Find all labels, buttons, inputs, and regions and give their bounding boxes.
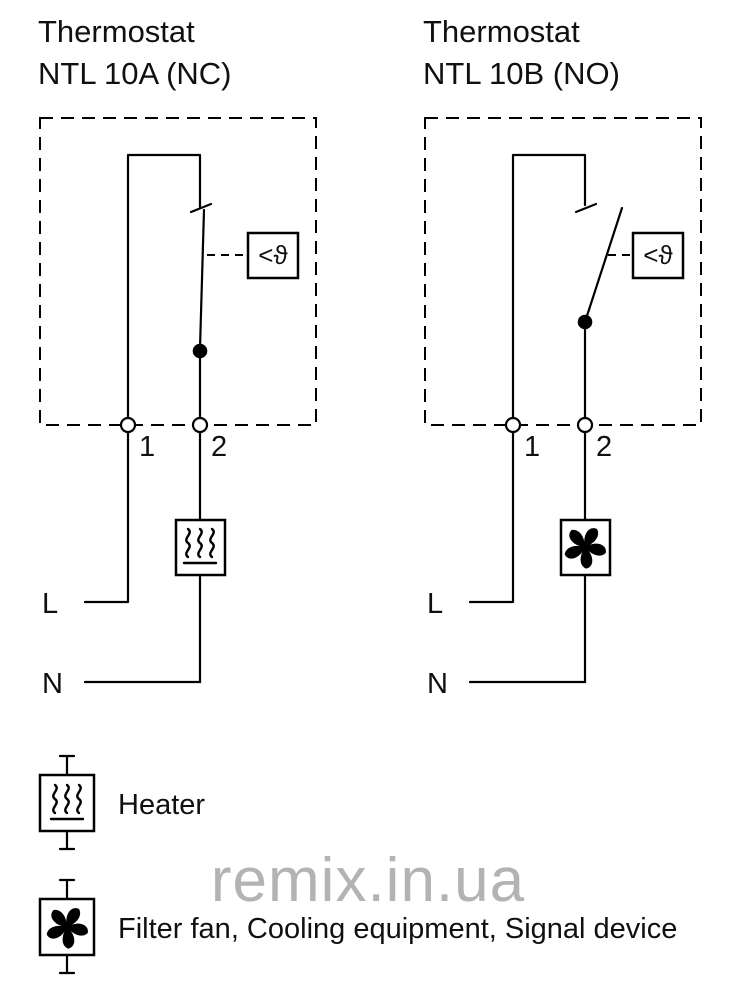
terminal-1-connector (504, 416, 522, 434)
temperature-sensor-label: <ϑ (258, 240, 288, 270)
circuit-wires (468, 153, 587, 684)
diagram-ntl-10b: Thermostat NTL 10B (NO) <ϑ 1 2 L N (423, 14, 702, 700)
diagram-title-line2: NTL 10A (NC) (38, 56, 232, 91)
switch-arm-open (583, 206, 624, 324)
legend-fan-label: Filter fan, Cooling equipment, Signal de… (118, 913, 677, 945)
fixed-contact-tick (574, 202, 598, 214)
watermark: remix.in.ua (211, 846, 525, 915)
circuit-wires (83, 153, 202, 684)
terminal-2-connector (576, 416, 594, 434)
diagram-title-line1: Thermostat (38, 14, 195, 49)
terminal-2-label: 2 (596, 431, 612, 463)
neutral-conductor-label: N (42, 668, 63, 700)
thermostat-enclosure-border (39, 117, 317, 426)
component-pins (58, 878, 76, 975)
fixed-contact-tick (189, 202, 213, 214)
heater-symbol-box (38, 773, 96, 833)
neutral-conductor-label: N (427, 668, 448, 700)
terminal-1-connector (119, 416, 137, 434)
legend: Heater remix.in.ua Filter fan, Cooling e… (38, 754, 677, 975)
terminal-2-label: 2 (211, 431, 227, 463)
legend-fan-entry: Filter fan, Cooling equipment, Signal de… (38, 878, 677, 975)
line-conductor-label: L (42, 588, 58, 620)
terminal-1-label: 1 (139, 431, 155, 463)
diagram-ntl-10a: Thermostat NTL 10A (NC) <ϑ 1 2 L N (38, 14, 317, 700)
legend-heater-label: Heater (118, 789, 205, 821)
temperature-sensor-label: <ϑ (643, 240, 673, 270)
line-conductor-label: L (427, 588, 443, 620)
switch-pivot-dot (577, 314, 593, 330)
terminal-2-connector (191, 416, 209, 434)
thermostat-enclosure-border (424, 117, 702, 426)
legend-heater-entry: Heater (38, 754, 205, 851)
terminal-1-label: 1 (524, 431, 540, 463)
switch-pivot-dot (192, 343, 208, 359)
switch-arm-closed (198, 208, 206, 350)
diagram-title-line1: Thermostat (423, 14, 580, 49)
temperature-sensor-box (631, 231, 685, 280)
temperature-sensor-box (246, 231, 300, 280)
diagram-title-line2: NTL 10B (NO) (423, 56, 620, 91)
component-pins (58, 754, 76, 851)
